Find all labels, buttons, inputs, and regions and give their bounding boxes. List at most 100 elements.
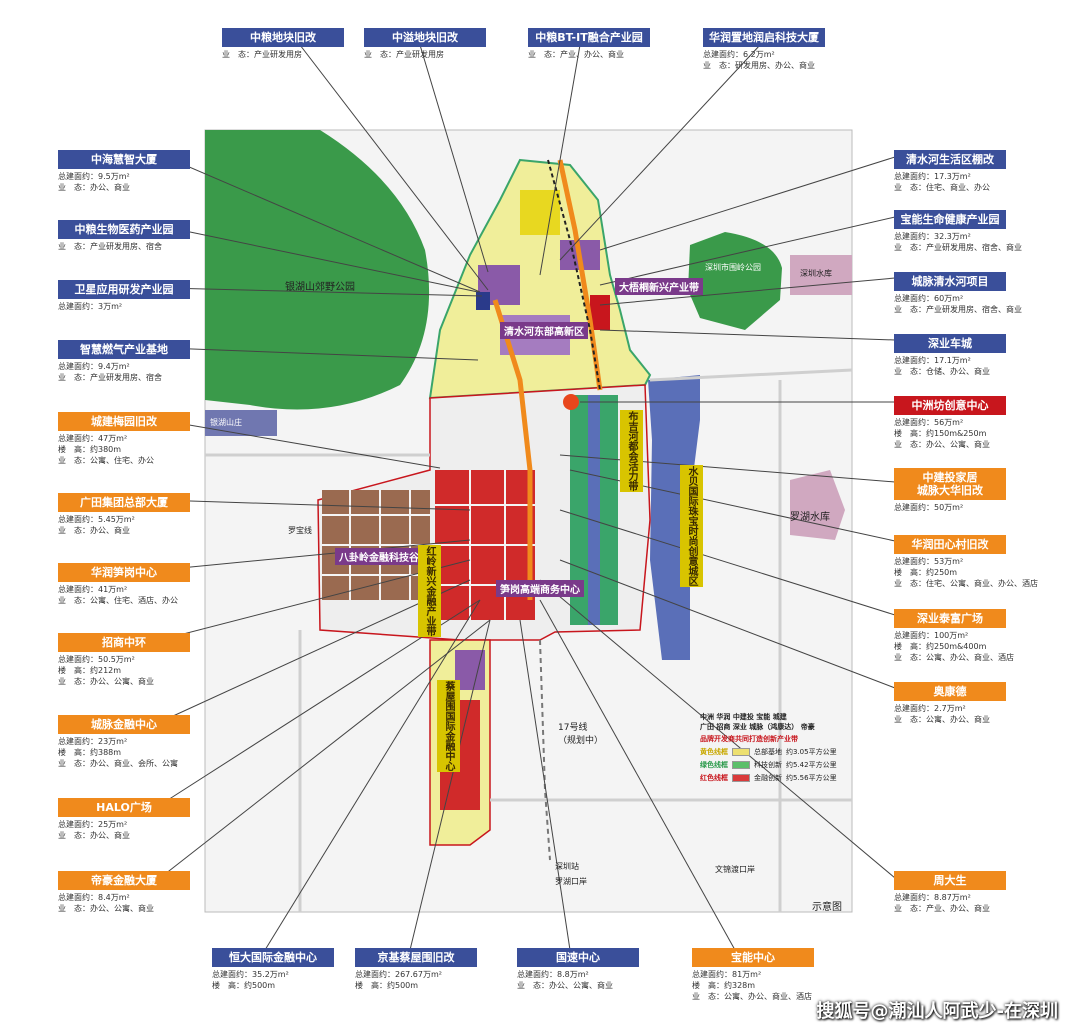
- callout-lines: 业 态：产业研发用房: [222, 49, 344, 60]
- callout-title: 智慧燃气产业基地: [58, 340, 190, 359]
- label-luohu-port: 罗湖口岸: [555, 877, 587, 886]
- callout-title: 深业泰富广场: [894, 609, 1006, 628]
- callout-line: 业 态：办公、商业: [58, 831, 130, 840]
- callout-line: 总建面约：50万m²: [894, 503, 964, 512]
- shuibei-river-area: [648, 375, 700, 660]
- legend-row: 红色线框 金融创新 约5.56平方公里: [700, 773, 842, 783]
- callout-title: 宝能生命健康产业园: [894, 210, 1006, 229]
- callout-title: 奥康德: [894, 682, 1006, 701]
- legend-swatch: [732, 774, 750, 782]
- legend-swatch: [732, 761, 750, 769]
- north-block-red: [590, 295, 610, 330]
- callout-line: 业 态：公寓、住宅、办公: [58, 456, 154, 465]
- callout-c2: 中溢地块旧改业 态：产业研发用房: [364, 26, 486, 60]
- callout-line: 业 态：办公、商业: [58, 526, 130, 535]
- callout-title: 中洲坊创意中心: [894, 396, 1006, 415]
- callout-c3: 中粮BT-IT融合产业园业 态：产业、办公、商业: [528, 26, 650, 60]
- callout-line: 总建面约：41万m²: [58, 585, 128, 594]
- callout-line: 总建面约：81万m²: [692, 970, 762, 979]
- callout-title: 周大生: [894, 871, 1006, 890]
- callout-l2: 中粮生物医药产业园业 态：产业研发用房、宿舍: [58, 218, 190, 252]
- callout-title: HALO广场: [58, 798, 190, 817]
- callout-lines: 业 态：产业、办公、商业: [528, 49, 650, 60]
- callout-title: 国速中心: [517, 948, 639, 967]
- callout-lines: 总建面约：25万m² 业 态：办公、商业: [58, 819, 190, 841]
- zone-caiwuwei: 蔡屋围国际金融中心: [437, 680, 460, 772]
- zone-sungang: 笋岗高端商务中心: [496, 580, 584, 597]
- callout-title: 帝豪金融大厦: [58, 871, 190, 890]
- callout-line: 总建面约：50.5万m²: [58, 655, 135, 664]
- legend-tag: 黄色线框: [700, 748, 728, 756]
- callout-line: 楼 高：约328m: [692, 981, 756, 990]
- legend-name: 总部基地: [754, 748, 782, 756]
- callout-line: 总建面约：8.4万m²: [58, 893, 130, 902]
- legend-tag: 红色线框: [700, 774, 728, 782]
- zone-shuibei: 水贝国际珠宝时尚创意城区: [680, 465, 703, 587]
- watermark: 搜狐号@潮汕人阿武少-在深圳: [816, 1001, 1058, 1022]
- label-shenzhen-reservoir: 深圳水库: [800, 269, 832, 278]
- callout-title: 深业车城: [894, 334, 1006, 353]
- callout-line: 业 态：办公、公寓、商业: [58, 677, 154, 686]
- callout-title: 中粮BT-IT融合产业园: [528, 28, 650, 47]
- callout-line: 业 态：产业研发用房、宿舍、商业: [894, 243, 1022, 252]
- callout-title: 中粮生物医药产业园: [58, 220, 190, 239]
- callout-lines: 业 态：产业研发用房: [364, 49, 486, 60]
- legend-brands-2: 广田 招商 深业 城脉（鸿康达） 帝豪: [700, 723, 815, 731]
- callout-r6: 中建投家居 城脉大华旧改总建面约：50万m²: [894, 468, 1006, 513]
- weiling-park-area: [688, 232, 782, 330]
- luohu-reservoir-area: [790, 470, 845, 540]
- legend-row: 绿色线框 科技创新 约5.42平方公里: [700, 760, 842, 770]
- callout-lines: 总建面约：50万m²: [894, 502, 1006, 513]
- north-block-navy: [476, 292, 490, 310]
- callout-l10: HALO广场总建面约：25万m² 业 态：办公、商业: [58, 796, 190, 841]
- callout-line: 总建面约：9.4万m²: [58, 362, 130, 371]
- callout-line: 总建面约：60万m²: [894, 294, 964, 303]
- callout-title: 恒大国际金融中心: [212, 948, 334, 967]
- callout-line: 总建面约：2.7万m²: [894, 704, 966, 713]
- callout-title: 中溢地块旧改: [364, 28, 486, 47]
- callout-line: 总建面约：8.8万m²: [517, 970, 589, 979]
- zone-dameishan: 大梧桐新兴产业带: [615, 278, 703, 295]
- callout-r2: 宝能生命健康产业园总建面约：32.3万m² 业 态：产业研发用房、宿舍、商业: [894, 208, 1022, 253]
- callout-title: 华润田心村旧改: [894, 535, 1006, 554]
- callout-c1: 中粮地块旧改业 态：产业研发用房: [222, 26, 344, 60]
- callout-line: 总建面约：32.3万m²: [894, 232, 971, 241]
- shenzhen-reservoir-area: [790, 255, 852, 295]
- legend-area: 约3.05平方公里: [786, 748, 837, 756]
- zone-qingshui: 清水河东部高新区: [500, 322, 588, 339]
- callout-line: 总建面约：5.45万m²: [58, 515, 135, 524]
- callout-line: 业 态：公寓、住宅、酒店、办公: [58, 596, 178, 605]
- label-line17: 17号线 （规划中）: [558, 723, 604, 746]
- callout-title: 广田集团总部大厦: [58, 493, 190, 512]
- legend-area: 约5.56平方公里: [786, 774, 837, 782]
- callout-line: 业 态：公寓、办公、商业、酒店: [894, 653, 1014, 662]
- callout-line: 业 态：公寓、办公、商业、酒店: [692, 992, 812, 1001]
- callout-line: 总建面约：100万m²: [894, 631, 969, 640]
- callout-line: 总建面约：23万m²: [58, 737, 128, 746]
- buji-river: [588, 395, 600, 625]
- legend-tag: 绿色线框: [700, 761, 728, 769]
- callout-line: 总建面约：35.2万m²: [212, 970, 289, 979]
- callout-line: 总建面约：25万m²: [58, 820, 128, 829]
- callout-line: 总建面约：53万m²: [894, 557, 964, 566]
- callout-lines: 总建面约：3万m²: [58, 301, 190, 312]
- zone-buji: 布吉河都会活力带: [620, 410, 643, 492]
